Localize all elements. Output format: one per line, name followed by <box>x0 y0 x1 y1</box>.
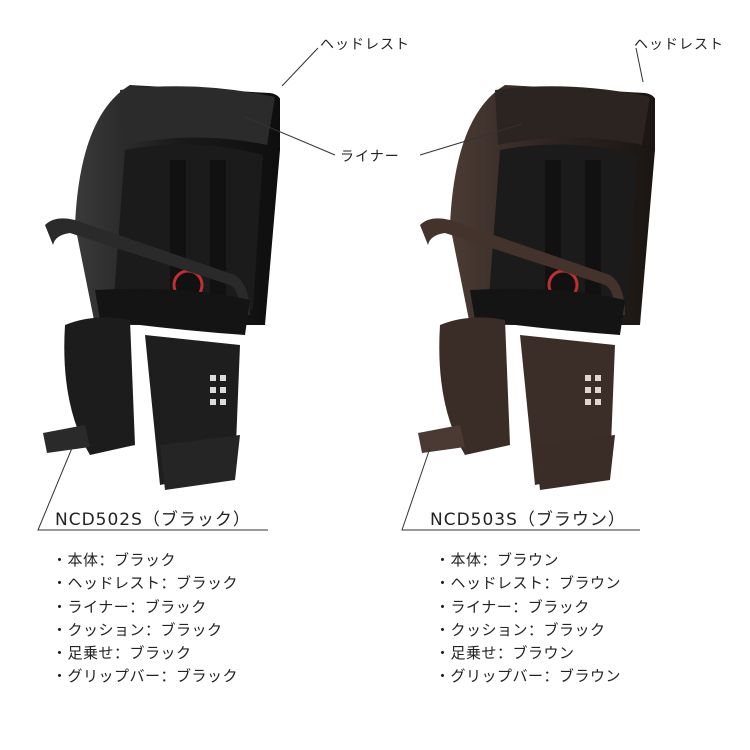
callout-headrest-left: ヘッドレスト <box>320 37 410 53</box>
spec-item: ・本体：ブラウン <box>435 551 560 569</box>
model-name-black: NCD502S（ブラック） <box>55 510 251 530</box>
spec-item: ・本体：ブラック <box>52 551 177 569</box>
leg-guard <box>64 317 135 455</box>
spec-item: ・グリップバー：ブラウン <box>435 667 622 686</box>
spec-item: ・足乗せ：ブラック <box>52 644 192 663</box>
spec-item: ・ヘッドレスト：ブラウン <box>435 574 622 593</box>
spec-item: ・クッション：ブラック <box>435 620 606 639</box>
spec-item: ・ヘッドレスト：ブラック <box>52 574 239 593</box>
spec-item: ・ライナー：ブラック <box>435 597 590 616</box>
footrest <box>160 435 240 490</box>
spec-item: ・ライナー：ブラック <box>52 597 207 616</box>
spec-item: ・足乗せ：ブラウン <box>435 644 575 663</box>
model-name-brown: NCD503S（ブラウン） <box>430 510 626 530</box>
spec-list-black: ・本体：ブラック ・ヘッドレスト：ブラック ・ライナー：ブラック ・クッション：… <box>52 549 238 689</box>
headrest <box>120 86 275 145</box>
spec-list-brown: ・本体：ブラウン ・ヘッドレスト：ブラウン ・ライナー：ブラック ・クッション：… <box>435 549 621 689</box>
callout-liner: ライナー <box>340 149 400 165</box>
spec-item: ・クッション：ブラック <box>52 620 223 639</box>
cushion <box>95 288 250 335</box>
spec-item: ・グリップバー：ブラック <box>52 667 239 686</box>
seat-image-brown <box>418 85 655 490</box>
seat-image-black <box>43 85 280 490</box>
grip-bar <box>45 218 250 315</box>
callout-headrest-right: ヘッドレスト <box>634 37 724 53</box>
